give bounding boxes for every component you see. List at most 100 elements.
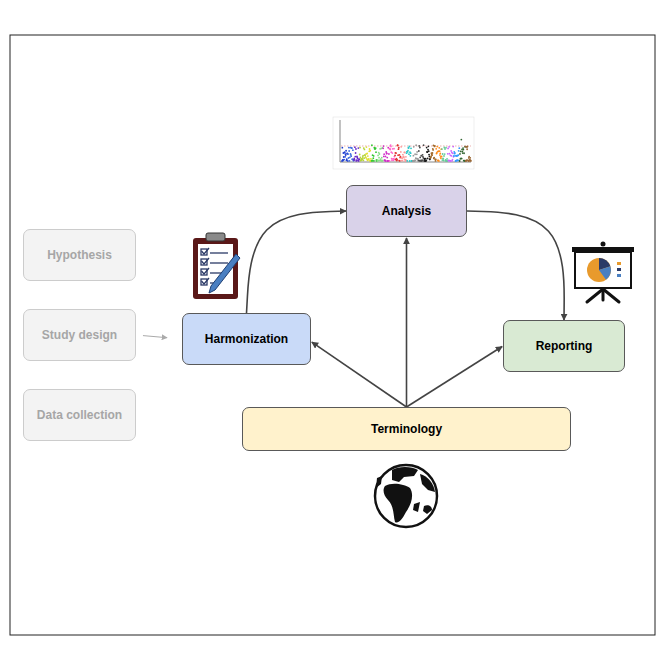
plot-dot [427,158,429,160]
plot-dot [382,147,384,149]
plot-dot [354,146,356,148]
plot-dot [413,155,415,157]
plot-dot [427,145,429,147]
plot-dot [357,147,359,149]
plot-dot [432,149,434,151]
plot-dot [359,147,361,149]
plot-dot [366,153,368,155]
plot-dot [358,159,360,161]
plot-dot [425,158,427,160]
plot-dot [467,146,469,148]
node-label: Study design [42,328,117,342]
plot-dot [418,150,420,152]
plot-dot [369,150,371,152]
pie-slice [599,266,611,279]
node-label: Reporting [536,339,593,353]
plot-dot [419,147,421,149]
plot-dot [434,145,436,147]
plot-dot [461,151,463,153]
connector-arrow [467,211,564,320]
plot-dot [466,146,468,148]
plot-dot [395,152,397,154]
plot-dot [373,155,375,157]
plot-dot [386,157,388,159]
plot-dot [367,159,369,161]
plot-dot [452,152,454,154]
plot-dot [408,146,410,148]
plot-dot [417,158,419,160]
plot-dot [362,155,364,157]
plot-dot [402,160,404,162]
plot-dot [379,153,381,155]
plot-dot [351,147,353,149]
plot-dot [451,155,453,157]
continent [384,484,413,523]
plot-dot [409,160,411,162]
plot-dot [373,160,375,162]
plot-dot [355,160,357,162]
pen [209,254,240,293]
plot-dot [469,157,471,159]
continent [413,502,420,512]
process-box: Reporting [503,320,625,372]
plot-dot [408,147,410,149]
plot-dot [409,151,411,153]
plot-dot [460,151,462,153]
plot-dot [381,160,383,162]
plot-dot [435,148,437,150]
plot-dot [345,150,347,152]
plot-dot [366,146,368,148]
plot-dot [425,159,427,161]
continent [392,467,418,482]
node-label: Hypothesis [47,248,112,262]
easel-knob [601,242,606,247]
plot-dot [387,160,389,162]
continent [376,476,382,488]
plot-dot [416,153,418,155]
continent [420,474,435,492]
plot-dot [459,160,461,162]
plot-dot [398,147,400,149]
plot-axis [340,120,341,162]
plot-dot [454,153,456,155]
plot-dot [399,160,401,162]
checklist [201,248,228,285]
plot-dot [406,160,408,162]
easel-legs [587,289,619,302]
plot-dot [443,155,445,157]
plot-dot [463,152,465,154]
plot-dot [344,156,346,158]
plot-dot [452,146,454,148]
plot-dot [435,159,437,161]
plot-dot [462,147,464,149]
plot-dot [449,153,451,155]
plot-dot [418,145,420,147]
plot-dot [380,158,382,160]
plot-dot [442,153,444,155]
plot-dot [415,144,417,146]
plot-dot [425,160,427,162]
plot-dot [460,139,462,141]
plot-dot [389,160,391,162]
plot-dot [441,148,443,150]
plot-dot [440,148,442,150]
plot-dot [436,153,438,155]
plot-dot [431,154,433,156]
frame [10,35,655,635]
plot-dot [365,157,367,159]
plot-dot [374,148,376,150]
context-box: Data collection [23,389,136,441]
plot-dot [439,154,441,156]
plot-dot [442,158,444,160]
plot-dot [350,155,352,157]
plot-dot [397,145,399,147]
plot-dot [372,157,374,159]
plot-dot [384,160,386,162]
plot-dot [458,159,460,161]
legend-dot [617,268,621,271]
connector-arrow [247,211,347,313]
plot-dot [385,156,387,158]
plot-dot [432,152,434,154]
plot-dot [347,160,349,162]
